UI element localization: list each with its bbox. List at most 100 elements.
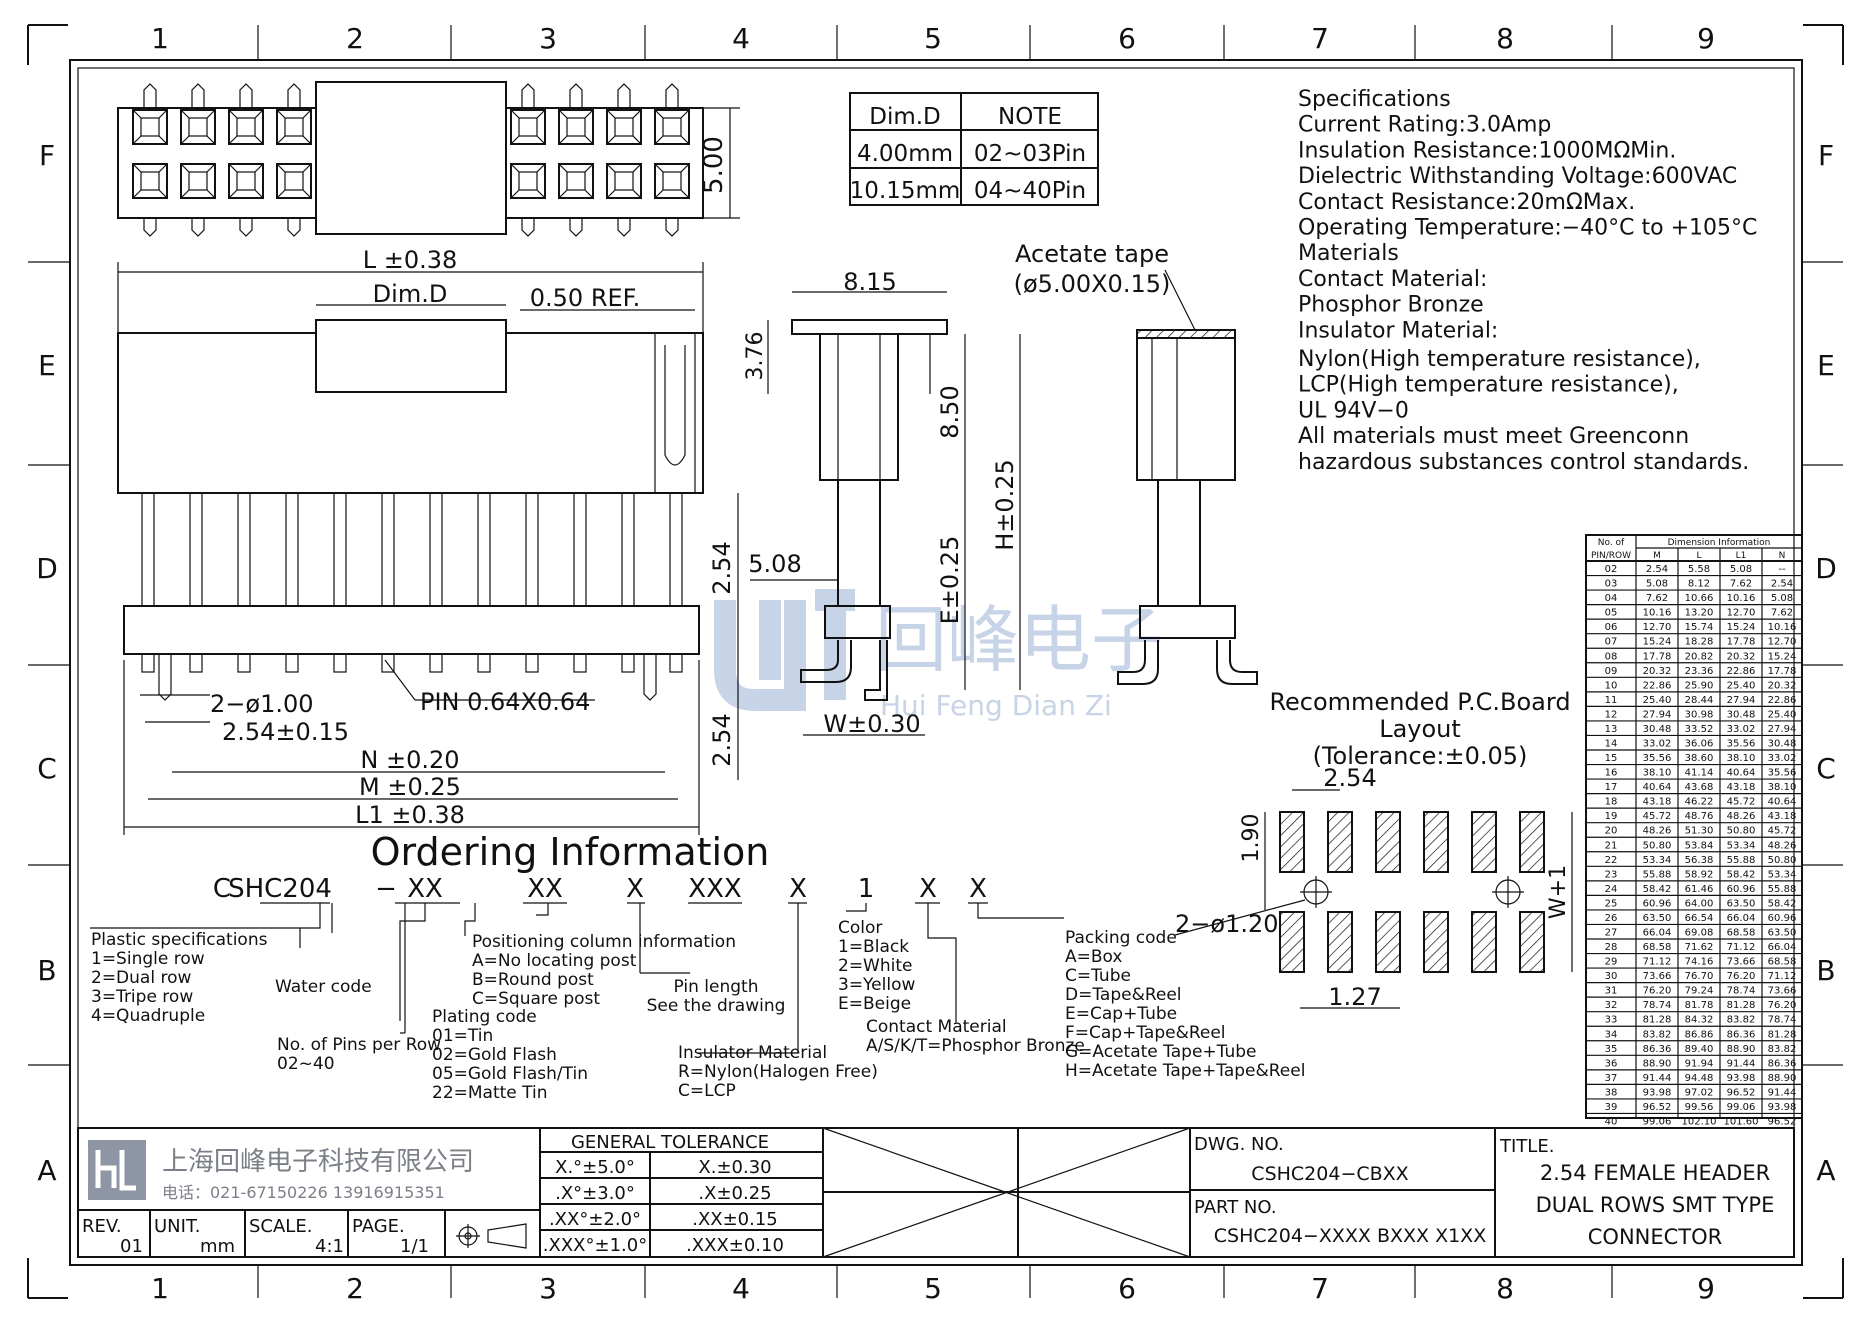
spec-line-9: Phosphor Bronze [1298, 293, 1484, 318]
dim-table-cell: 30.48 [1768, 739, 1797, 750]
dim-table-cell: 63.50 [1643, 913, 1672, 924]
contact-socket [510, 109, 546, 145]
dim-table-cell: 38.60 [1685, 753, 1714, 764]
order-packing-2: C=Tube [1065, 966, 1131, 986]
dim-table-cell: 38 [1605, 1087, 1618, 1098]
pcb-pad [1471, 911, 1497, 973]
dim-table-cell: 25.90 [1685, 680, 1714, 691]
order-positioning-3: C=Square post [472, 989, 600, 1009]
row-b-right: B [1816, 954, 1835, 987]
dim-table-cell: 81.28 [1727, 1000, 1756, 1011]
order-pins-0: No. of Pins per Row [277, 1035, 441, 1055]
column-numbers-bottom: 1 2 3 4 5 6 7 8 9 [151, 1272, 1715, 1305]
dim-table-cell: 83.82 [1768, 1044, 1797, 1055]
dim-note-header-note: NOTE [998, 104, 1062, 130]
tol-r4-c1: .XXX°±1.0° [543, 1235, 647, 1256]
dim-table-cell: 34 [1605, 1029, 1618, 1040]
order-packing-3: D=Tape&Reel [1065, 985, 1182, 1005]
dim-table-cell: 71.62 [1685, 942, 1714, 953]
dim-table-cell: 76.20 [1643, 986, 1672, 997]
dim-table-cell: 83.82 [1727, 1015, 1756, 1026]
tape-label: Acetate tape [1015, 240, 1169, 268]
order-packing-0: Packing code [1065, 928, 1177, 948]
dim-table-cell: 66.04 [1643, 928, 1672, 939]
order-plastic-0: Plastic specifications [91, 930, 268, 950]
dim-table-cell: 53.34 [1643, 855, 1672, 866]
row-c: C [37, 752, 57, 785]
dim-table-cell: 26 [1605, 913, 1618, 924]
dim-table-cell: 74.16 [1685, 957, 1714, 968]
order-plating-0: Plating code [432, 1007, 537, 1027]
dim-table-cell: 10.16 [1643, 608, 1672, 619]
dim-table-cell: -- [1778, 564, 1786, 575]
dim-l1: L1 ±0.38 [355, 801, 465, 829]
dim-table-head-group: Dimension Information [1668, 538, 1771, 548]
dim-table-cell: 12 [1605, 709, 1618, 720]
dim-table-cell: 33.02 [1727, 724, 1756, 735]
dim-table-cell: 20.82 [1685, 651, 1714, 662]
pin-tail [525, 653, 539, 673]
dim-note-r2-c1: 10.15mm [850, 178, 961, 204]
dim-table-cell: 2.54 [1646, 564, 1668, 575]
col-7: 7 [1311, 22, 1329, 55]
dim-table-cell: 86.36 [1768, 1058, 1797, 1069]
dim-table-cell: 91.44 [1643, 1073, 1672, 1084]
tol-r2-c2: .X±0.25 [698, 1183, 771, 1204]
part-label: PART NO. [1194, 1197, 1277, 1218]
dim-table-cell: 28 [1605, 942, 1618, 953]
pcb-pad [1519, 911, 1545, 973]
dim-table-cell: 58.42 [1768, 898, 1797, 909]
row-letters-right: F E D C B A [1815, 139, 1837, 1187]
order-positioning-2: B=Round post [472, 970, 594, 990]
order-water-code: Water code [275, 977, 372, 997]
col-1-bottom: 1 [151, 1272, 169, 1305]
dim-table-cell: 78.74 [1768, 1015, 1797, 1026]
dim-table-cell: 71.12 [1768, 971, 1797, 982]
title-line-2: DUAL ROWS SMT TYPE [1536, 1193, 1775, 1217]
spec-line-14: All materials must meet Greenconn [1298, 424, 1689, 449]
contact-socket [654, 163, 690, 199]
dim-table-cell: 96.52 [1768, 1117, 1797, 1128]
dim-table-cell: 63.50 [1727, 898, 1756, 909]
dim-table-cell: 43.18 [1643, 797, 1672, 808]
dim-table-cell: 66.04 [1768, 942, 1797, 953]
dim-table-cell: 50.80 [1643, 840, 1672, 851]
col-1: 1 [151, 22, 169, 55]
dim-pin: PIN 0.64X0.64 [420, 688, 590, 716]
order-code-segment-3: − [375, 874, 397, 904]
pcb-layout: Recommended P.C.Board Layout (Tolerance:… [1174, 688, 1573, 1011]
dim-table-cell: 55.88 [1643, 869, 1672, 880]
dim-table-cell: 76.70 [1685, 971, 1714, 982]
row-d-right: D [1815, 552, 1837, 585]
col-4-bottom: 4 [732, 1272, 750, 1305]
order-plating-4: 22=Matte Tin [432, 1083, 548, 1103]
dim-table-cell: 89.40 [1685, 1044, 1714, 1055]
dim-table-cell: 5.08 [1771, 593, 1793, 604]
dim-table-cell: 84.32 [1685, 1015, 1714, 1026]
dim-table-cell: 18 [1605, 797, 1618, 808]
spec-line-11: Nylon(High temperature resistance), [1298, 347, 1701, 372]
dim-table-cell: 30 [1605, 971, 1618, 982]
dim-table-cell: 38.10 [1768, 782, 1797, 793]
watermark-cn: 回峰电子 [875, 598, 1163, 682]
dim-table-cell: 33.02 [1768, 753, 1797, 764]
dim-table-cell: 22.86 [1643, 680, 1672, 691]
pin-tail [429, 653, 443, 673]
dim-table-cell: 15.24 [1643, 637, 1672, 648]
order-code-segment-11: X [969, 874, 987, 904]
pin-tail [669, 653, 683, 673]
dim-note-header-dim: Dim.D [869, 104, 941, 130]
order-code-segment-9: 1 [858, 874, 875, 904]
title-line-3: CONNECTOR [1588, 1225, 1723, 1249]
row-f: F [39, 139, 55, 172]
dim-table-cell: 99.56 [1685, 1102, 1714, 1113]
dim-table-cell: 20.32 [1727, 651, 1756, 662]
row-f-right: F [1818, 139, 1834, 172]
dim-table-cell: 29 [1605, 957, 1618, 968]
dim-850: 8.50 [936, 385, 964, 438]
dim-table-cell: 7.62 [1771, 608, 1793, 619]
pin-tail [573, 653, 587, 673]
company-name: 上海回峰电子科技有限公司 [162, 1147, 474, 1177]
